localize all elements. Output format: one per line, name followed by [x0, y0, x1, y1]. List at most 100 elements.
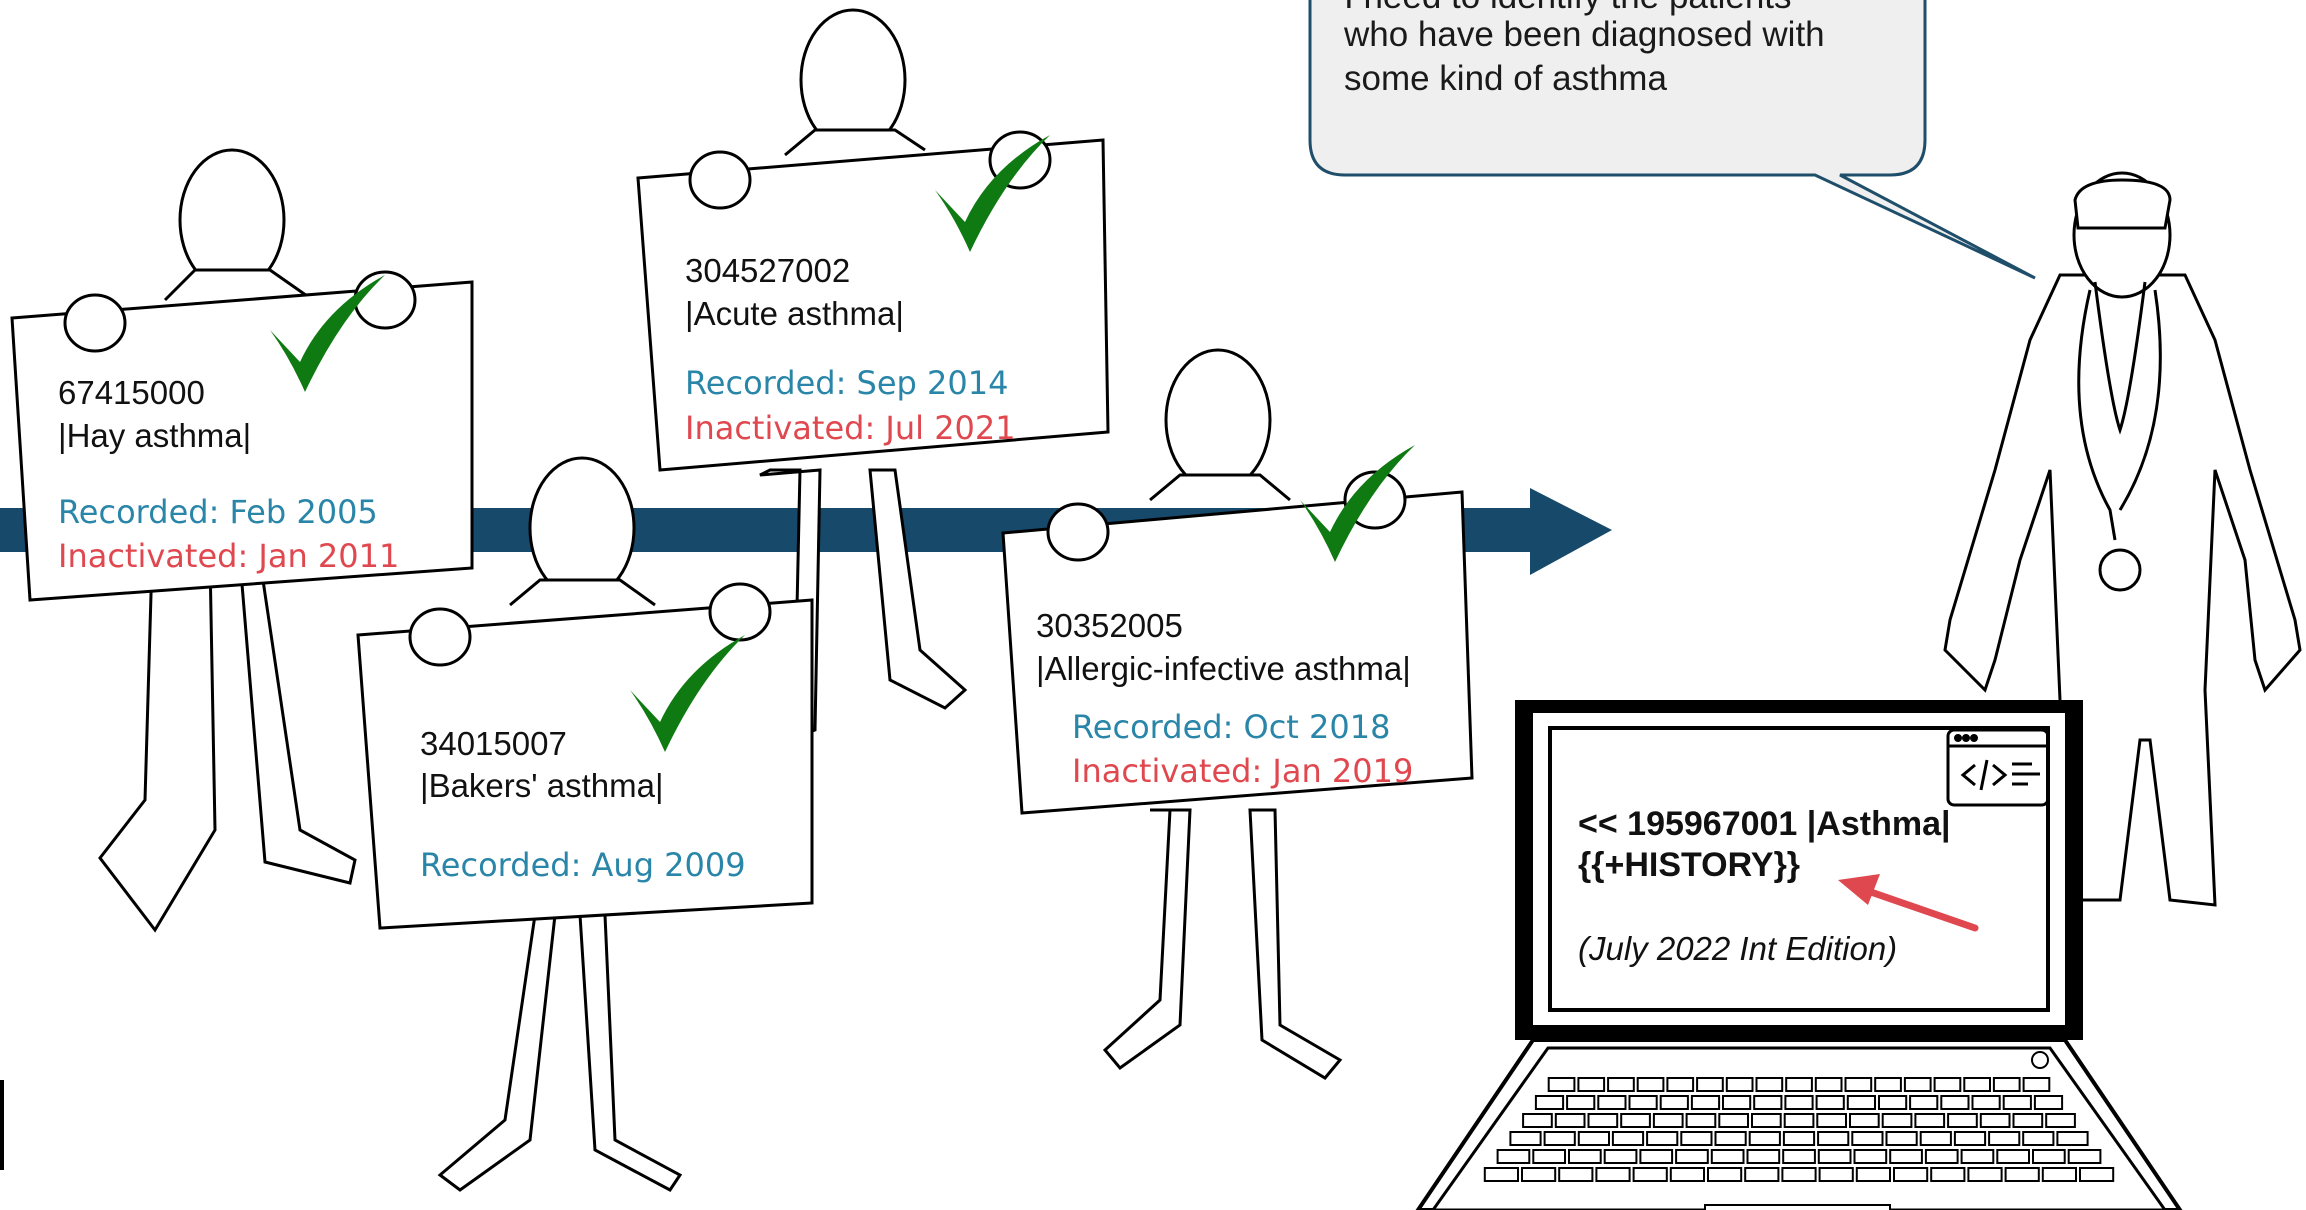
- patient-recorded-4: Recorded: Oct 2018: [1072, 708, 1390, 746]
- keyboard-key: [1532, 1149, 1567, 1164]
- keyboard-key: [1846, 1095, 1877, 1110]
- keyboard-key: [1753, 1095, 1783, 1110]
- keyboard-key: [2032, 1149, 2066, 1164]
- keyboard-key: [1815, 1095, 1845, 1110]
- keyboard-key: [1818, 1167, 1854, 1182]
- patient-code-1: 67415000: [58, 374, 205, 411]
- keyboard-key: [1947, 1113, 1978, 1128]
- keyboard-key: [1851, 1131, 1884, 1146]
- patient-hands-3: [408, 582, 772, 667]
- keyboard-key: [1878, 1095, 1908, 1110]
- speech-line-1: I need to identify the patients: [1344, 0, 1792, 16]
- patient-figure-4: [1102, 348, 1343, 1080]
- keyboard-key: [1521, 1167, 1557, 1182]
- keyboard-key: [1919, 1131, 1952, 1146]
- keyboard-key: [1639, 1149, 1674, 1164]
- patient-inactivated-2: Inactivated: Jul 2021: [685, 409, 1016, 447]
- keyboard-key: [1611, 1131, 1645, 1146]
- keyboard-key: [1620, 1113, 1651, 1128]
- keyboard-key: [1755, 1077, 1784, 1092]
- keyboard-key: [1953, 1131, 1987, 1146]
- patient-recorded-3: Recorded: Aug 2009: [420, 846, 746, 884]
- keyboard-key: [2041, 1167, 2078, 1182]
- keyboard-key: [1940, 1095, 1970, 1110]
- keyboard-key: [1554, 1113, 1586, 1128]
- keyboard-key: [1534, 1095, 1565, 1110]
- keyboard-key: [1855, 1167, 1892, 1182]
- keyboard-key: [1781, 1167, 1817, 1182]
- keyboard-key: [1746, 1149, 1781, 1164]
- keyboard-key: [1782, 1149, 1816, 1164]
- keyboard-key: [1636, 1077, 1665, 1092]
- keyboard-key: [1751, 1113, 1782, 1128]
- keyboard-key: [2033, 1095, 2064, 1110]
- patient-code-4: 30352005: [1036, 607, 1183, 644]
- keyboard-key: [1607, 1077, 1635, 1092]
- keyboard-key: [1885, 1131, 1918, 1146]
- keyboard-key: [1914, 1113, 1946, 1128]
- keyboard-key: [1960, 1149, 1995, 1164]
- keyboard-key: [1814, 1077, 1843, 1092]
- keyboard-key: [1988, 1131, 2021, 1146]
- patient-term-4: |Allergic-infective asthma|: [1036, 650, 1411, 687]
- keyboard-key: [1680, 1131, 1713, 1146]
- keyboard-key: [1782, 1131, 1816, 1146]
- keyboard-keys: [1483, 1077, 2115, 1182]
- keyboard-key: [1587, 1113, 1619, 1128]
- patient-sign-1: 67415000 |Hay asthma| Recorded: Feb 2005…: [10, 280, 474, 602]
- keyboard-key: [1669, 1167, 1706, 1182]
- keyboard-key: [1816, 1113, 1848, 1128]
- keyboard-key: [1784, 1095, 1814, 1110]
- keyboard-key: [1666, 1077, 1695, 1092]
- keyboard-key: [1597, 1095, 1627, 1110]
- keyboard-key: [1646, 1131, 1679, 1146]
- patient-inactivated-1: Inactivated: Jan 2011: [58, 537, 399, 575]
- keyboard-key: [1522, 1113, 1553, 1128]
- keyboard-key: [1685, 1113, 1717, 1128]
- keyboard-key: [1577, 1131, 1611, 1146]
- keyboard-key: [1710, 1149, 1745, 1164]
- keyboard-key: [1893, 1167, 1929, 1182]
- keyboard-key: [1996, 1149, 2031, 1164]
- keyboard-key: [1675, 1149, 1709, 1164]
- keyboard-key: [2012, 1113, 2044, 1128]
- keyboard-key: [1979, 1113, 2011, 1128]
- keyboard-key: [1595, 1167, 1631, 1182]
- keyboard-key: [1933, 1077, 1962, 1092]
- keyboard-key: [1632, 1167, 1668, 1182]
- keyboard-key: [1783, 1113, 1815, 1128]
- keyboard-key: [2045, 1113, 2076, 1128]
- keyboard-key: [1690, 1095, 1721, 1110]
- keyboard-key: [1547, 1077, 1576, 1092]
- keyboard-key: [1496, 1149, 1531, 1164]
- keyboard-key: [1714, 1131, 1747, 1146]
- edge-mark: [0, 1080, 4, 1170]
- ecl-query-line-2: {{+HISTORY}}: [1578, 846, 1800, 884]
- keyboard-key: [1566, 1095, 1596, 1110]
- keyboard-key: [1659, 1095, 1689, 1110]
- keyboard-key: [1849, 1113, 1880, 1128]
- speech-bubble: I need to identify the patients who have…: [1308, 0, 2036, 280]
- keyboard-key: [1874, 1077, 1902, 1092]
- keyboard-key: [2056, 1131, 2089, 1146]
- keyboard-key: [1889, 1149, 1923, 1164]
- keyboard-key: [1725, 1077, 1754, 1092]
- keyboard-key: [1963, 1077, 1992, 1092]
- keyboard-key: [2022, 1077, 2051, 1092]
- keyboard-key: [1924, 1149, 1959, 1164]
- keyboard-key: [2022, 1131, 2055, 1146]
- keyboard-key: [1853, 1149, 1888, 1164]
- keyboard-key: [1971, 1095, 2001, 1110]
- patient-term-1: |Hay asthma|: [58, 417, 251, 454]
- patient-sign-2: 304527002 |Acute asthma| Recorded: Sep 2…: [636, 138, 1110, 472]
- laptop: << 195967001 |Asthma| {{+HISTORY}} (July…: [1415, 700, 2183, 1210]
- patient-term-2: |Acute asthma|: [685, 295, 904, 332]
- speech-line-3: some kind of asthma: [1344, 59, 1667, 98]
- keyboard-key: [1992, 1077, 2021, 1092]
- keyboard-key: [1718, 1113, 1750, 1128]
- patient-code-2: 304527002: [685, 252, 850, 289]
- keyboard-key: [1543, 1131, 1576, 1146]
- patient-term-3: |Bakers' asthma|: [420, 767, 664, 804]
- keyboard-key: [1785, 1077, 1813, 1092]
